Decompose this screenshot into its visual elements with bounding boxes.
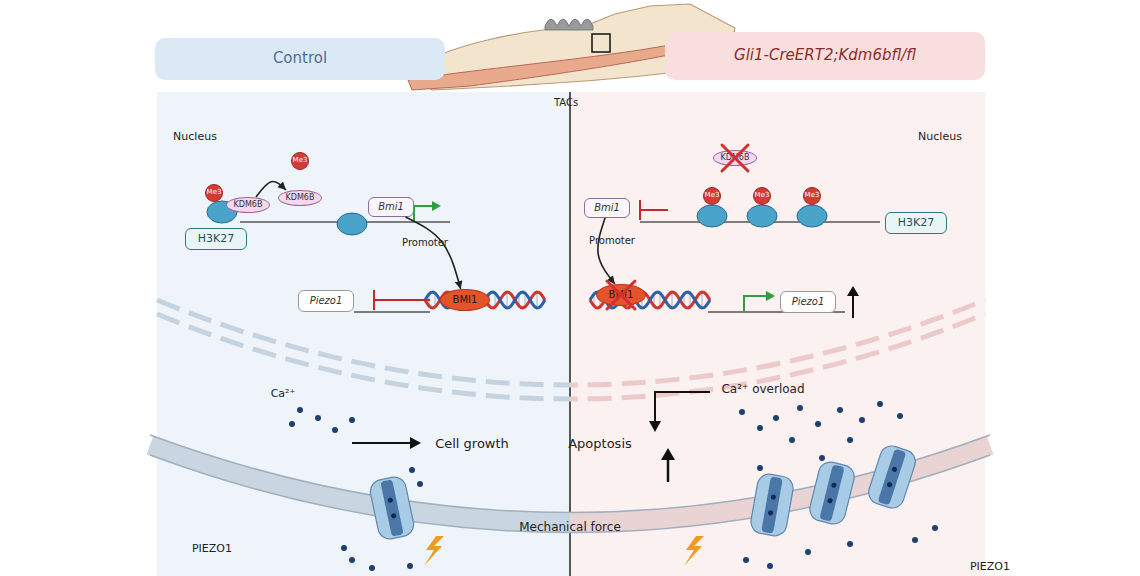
node-text: BMI1 [609,290,634,301]
node-text: H3K27 [898,217,934,229]
outcome-label: Cell growth [435,436,509,451]
compartment-label: Nucleus [918,130,962,143]
histone-box: H3K27 [185,228,247,250]
lightning-bolt [424,536,704,566]
enzyme-oval: KDM6B [226,197,270,213]
gene-box: Bmi1 [584,198,630,218]
methyl-mark: Me3 [205,184,223,202]
node-text: Piezo1 [792,297,825,308]
group-header: Control [155,38,445,80]
channel-label: PIEZO1 [192,542,232,555]
protein-oval: BMI1 [596,284,646,306]
gene-box: Piezo1 [298,290,354,312]
methyl-mark: Me3 [753,187,771,205]
node-text: Me3 [755,192,770,199]
cell-membrane [150,435,990,533]
process-arrow [256,182,286,197]
nuclear-envelope [157,300,985,399]
enzyme-oval: KDM6B [278,190,322,206]
stimulus-label: Mechanical force [519,520,621,534]
enzyme-oval: KDM6B [713,150,757,166]
node-text: Me3 [293,157,308,164]
node-text: BMI1 [453,295,478,306]
gene-line [354,290,430,312]
ion-label: Ca²⁺ overload [721,382,804,396]
node-text: Piezo1 [310,296,343,307]
node-text: Me3 [805,192,820,199]
divider-line [569,92,571,576]
methyl-mark: Me3 [291,152,309,170]
node-text: KDM6B [721,154,750,162]
node-text: KDM6B [234,201,263,209]
node-text: Bmi1 [594,203,620,214]
node-text: Me3 [207,189,222,196]
group-header: Gli1-CreERT2;Kdm6bfl/fl [665,32,985,80]
protein-oval: BMI1 [440,289,490,311]
node-text: KDM6B [286,194,315,202]
knockout-cross [607,145,748,309]
region-label: Promoter [589,235,635,246]
process-arrow [405,217,460,289]
calcium-ions [289,401,938,571]
region-label: Promoter [402,237,448,248]
ion-label: Ca²⁺ [271,387,296,400]
mutant-panel [570,92,985,576]
node-text: Control [273,51,327,67]
methyl-mark: Me3 [803,187,821,205]
node-text: Gli1-CreERT2;Kdm6bfl/fl [734,48,916,64]
outcome-label: Apoptosis [568,436,632,451]
process-arrow [598,218,615,284]
channel-label: PIEZO1 [970,560,1010,573]
gene-box: Bmi1 [368,197,414,217]
part-label: TACs [554,97,578,108]
histone-box: H3K27 [885,212,947,234]
piezo1-channel [368,443,918,541]
compartment-label: Nucleus [173,130,217,143]
node-text: Bmi1 [378,202,404,213]
methyl-mark: Me3 [703,187,721,205]
node-text: H3K27 [198,233,234,245]
gene-line [708,286,859,318]
node-text: Me3 [705,192,720,199]
outcome-arrow [352,392,710,482]
gene-box: Piezo1 [780,291,836,313]
